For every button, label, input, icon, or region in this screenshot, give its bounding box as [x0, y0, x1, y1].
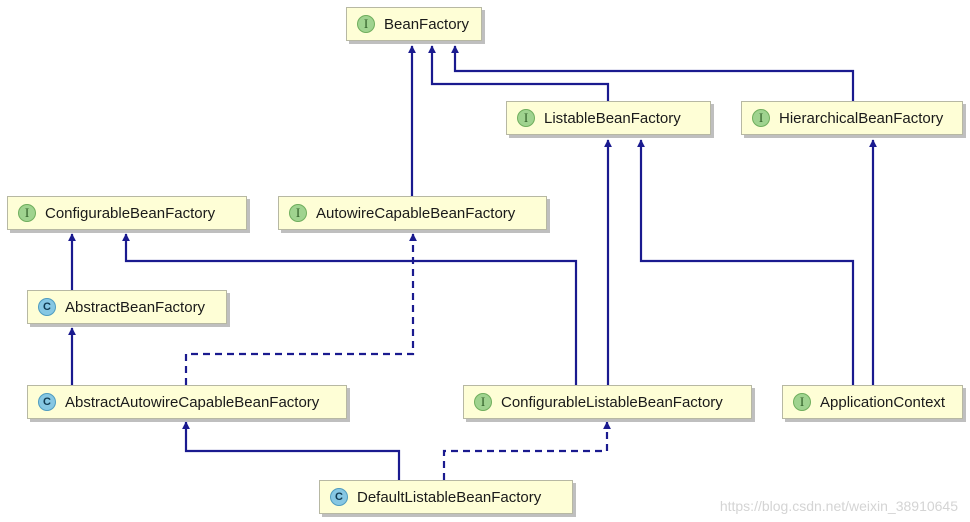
node-abstract-bean-factory: C AbstractBeanFactory	[27, 290, 227, 324]
interface-icon: I	[18, 204, 36, 222]
node-listable-bean-factory: I ListableBeanFactory	[506, 101, 711, 135]
class-icon: C	[330, 488, 348, 506]
node-configurable-listable-bean-factory: I ConfigurableListableBeanFactory	[463, 385, 752, 419]
interface-icon: I	[517, 109, 535, 127]
edge-applicationcontext-to-listable	[637, 139, 855, 385]
interface-icon: I	[752, 109, 770, 127]
edge-configurablelistable-to-configurable	[122, 233, 578, 385]
node-hierarchical-bean-factory: I HierarchicalBeanFactory	[741, 101, 963, 135]
node-label: AutowireCapableBeanFactory	[316, 204, 516, 222]
node-application-context: I ApplicationContext	[782, 385, 963, 419]
edge-defaultlistable-to-abstractautowire	[182, 421, 401, 480]
class-icon: C	[38, 298, 56, 316]
node-label: ApplicationContext	[820, 393, 946, 411]
node-label: ListableBeanFactory	[544, 109, 681, 127]
edge-defaultlistable-to-configurablelistable	[442, 421, 611, 480]
edge-abstractautowire-to-autowirecapable	[184, 233, 417, 385]
interface-icon: I	[357, 15, 375, 33]
class-icon: C	[38, 393, 56, 411]
node-abstract-autowire-capable-bean-factory: C AbstractAutowireCapableBeanFactory	[27, 385, 347, 419]
node-bean-factory: I BeanFactory	[346, 7, 482, 41]
edge-listable-to-beanfactory	[428, 45, 610, 101]
node-default-listable-bean-factory: C DefaultListableBeanFactory	[319, 480, 573, 514]
edge-hierarchical-to-beanfactory	[451, 45, 855, 101]
node-label: AbstractBeanFactory	[65, 298, 206, 316]
interface-icon: I	[289, 204, 307, 222]
node-label: BeanFactory	[384, 15, 470, 33]
node-label: HierarchicalBeanFactory	[779, 109, 944, 127]
interface-icon: I	[793, 393, 811, 411]
node-configurable-bean-factory: I ConfigurableBeanFactory	[7, 196, 247, 230]
node-label: AbstractAutowireCapableBeanFactory	[65, 393, 320, 411]
node-label: ConfigurableBeanFactory	[45, 204, 216, 222]
node-label: DefaultListableBeanFactory	[357, 488, 542, 506]
node-autowire-capable-bean-factory: I AutowireCapableBeanFactory	[278, 196, 547, 230]
node-label: ConfigurableListableBeanFactory	[501, 393, 723, 411]
watermark: https://blog.csdn.net/weixin_38910645	[719, 498, 958, 514]
interface-icon: I	[474, 393, 492, 411]
